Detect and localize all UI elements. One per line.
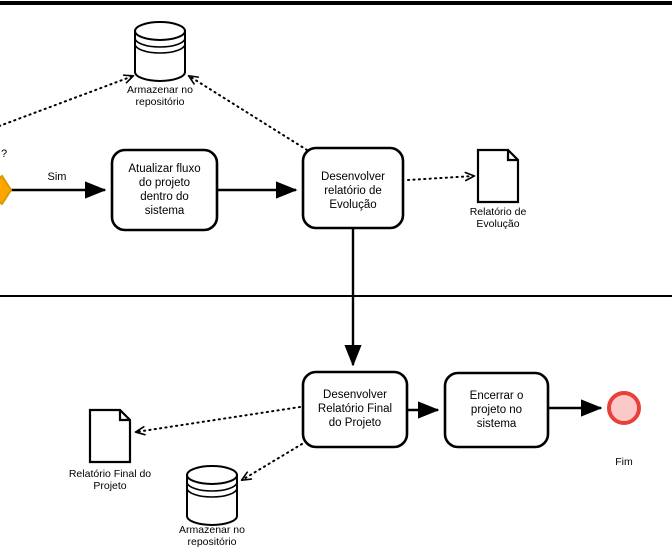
pool-boundaries — [0, 1, 672, 297]
datastore-topo-label-line1: Armazenar no — [127, 84, 193, 96]
gateway-question-fragment: ? — [1, 148, 7, 160]
doc-relatorio-final-label-line2: Projeto — [93, 480, 126, 492]
sequence-flows-bottom-lane — [407, 399, 603, 419]
cylinder-top-ellipse — [134, 21, 186, 41]
task-desenvolver-evolucao-line2: relatório de — [324, 185, 382, 197]
cylinder-ring-2 — [134, 43, 186, 54]
associations-top-datastore — [0, 74, 308, 151]
doc-relatorio-evolucao-label-line2: Evolução — [476, 218, 519, 230]
cylinder-ring-1 — [134, 37, 186, 48]
doc-relatorio-final-label-line1: Relatório Final do — [69, 468, 151, 480]
task-atualizar-fluxo[interactable]: Atualizar fluxo do projeto dentro do sis… — [110, 148, 219, 232]
task-desenvolver-relatorio-evolucao[interactable]: Desenvolver relatório de Evolução — [301, 146, 405, 230]
datastore-repositorio-topo[interactable]: Armazenar no repositório — [127, 21, 193, 108]
datastore-base-label-line2: repositório — [187, 536, 236, 548]
task-relatorio-final-line2: Relatório Final — [318, 403, 392, 415]
cylinder-body — [186, 474, 238, 526]
task-atualizar-fluxo-rect — [110, 148, 219, 232]
assoc-relatorio-final-to-doc — [134, 406, 301, 436]
cylinder-top-ellipse — [186, 465, 238, 485]
sequence-flows-top-lane — [10, 181, 362, 367]
datastore-repositorio-base[interactable]: Armazenar no repositório — [179, 465, 245, 548]
task-atualizar-fluxo-line1: Atualizar fluxo — [128, 163, 200, 175]
assoc-left-to-datastore-topo — [0, 74, 135, 127]
cylinder-body — [134, 30, 186, 82]
document-shape — [476, 148, 520, 204]
datastore-topo-label-line2: repositório — [135, 96, 184, 108]
gateway-diamond-icon — [0, 174, 13, 206]
cylinder-ring-1 — [186, 481, 238, 492]
end-event-label: Fim — [615, 456, 633, 468]
task-desenvolver-evolucao-line3: Evolução — [329, 199, 376, 211]
document-shape — [88, 408, 132, 464]
task-desenvolver-evolucao-rect — [301, 146, 405, 230]
doc-relatorio-evolucao-label-line1: Relatório de — [470, 206, 527, 218]
task-encerrar-projeto-line3: sistema — [477, 418, 517, 430]
task-atualizar-fluxo-line3: dentro do — [140, 191, 189, 203]
doc-relatorio-final[interactable]: Relatório Final do Projeto — [69, 408, 151, 492]
task-atualizar-fluxo-line2: do projeto — [139, 177, 190, 189]
end-event-fim[interactable]: Fim — [607, 391, 641, 468]
flow-label-sim: Sim — [48, 171, 67, 183]
doc-relatorio-evolucao[interactable]: Relatório de Evolução — [470, 148, 527, 230]
document-fold-corner-icon — [506, 150, 518, 162]
document-fold-corner-icon — [118, 410, 130, 422]
task-desenvolver-evolucao-line1: Desenvolver — [321, 171, 385, 183]
cylinder-ring-2 — [186, 487, 238, 498]
task-desenvolver-relatorio-final[interactable]: Desenvolver Relatório Final do Projeto — [301, 370, 409, 449]
task-encerrar-projeto-line1: Encerrar o — [470, 390, 524, 402]
assoc-relatorio-final-to-datastore-base — [240, 443, 303, 482]
task-relatorio-final-line1: Desenvolver — [323, 389, 387, 401]
gateway-partial-left[interactable] — [0, 174, 13, 206]
task-relatorio-final-line3: do Projeto — [329, 417, 381, 429]
task-atualizar-fluxo-line4: sistema — [145, 205, 185, 217]
datastore-base-label-line1: Armazenar no — [179, 524, 245, 536]
task-encerrar-projeto-rect — [443, 371, 550, 449]
task-encerrar-projeto-line2: projeto no — [471, 404, 522, 416]
task-encerrar-projeto[interactable]: Encerrar o projeto no sistema — [443, 371, 550, 449]
end-event-circle-icon — [607, 391, 641, 425]
assoc-evolucao-to-datastore-topo — [187, 74, 308, 151]
assoc-evolucao-to-doc-evolucao — [407, 171, 476, 182]
